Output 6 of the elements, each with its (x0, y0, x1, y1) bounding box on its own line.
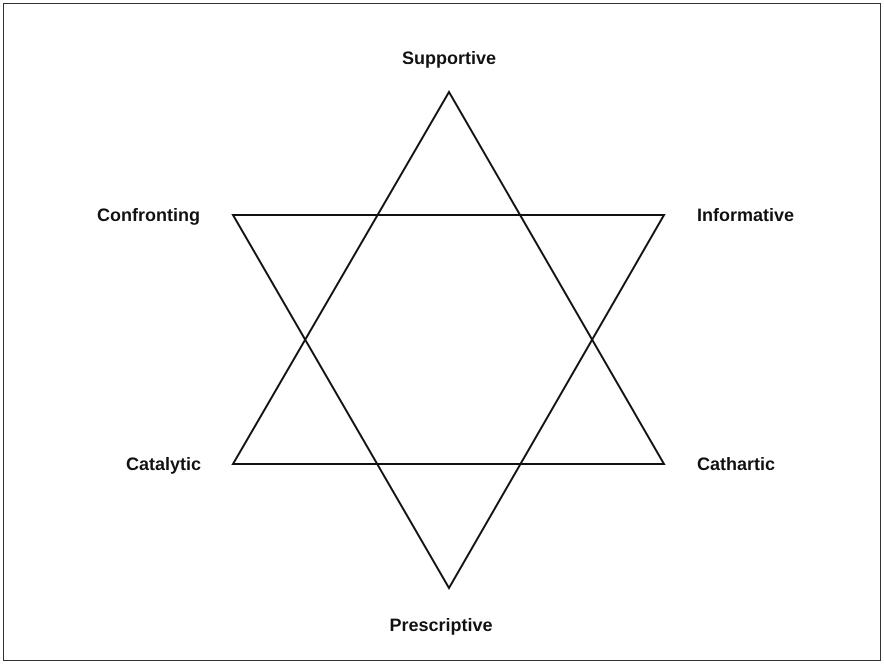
vertex-label: Prescriptive (390, 614, 493, 636)
vertex-label: Cathartic (697, 453, 776, 475)
vertex-label: Supportive (402, 47, 496, 69)
vertex-label: Catalytic (126, 453, 202, 475)
vertex-label: Informative (697, 204, 794, 226)
vertex-label: Confronting (97, 204, 200, 226)
